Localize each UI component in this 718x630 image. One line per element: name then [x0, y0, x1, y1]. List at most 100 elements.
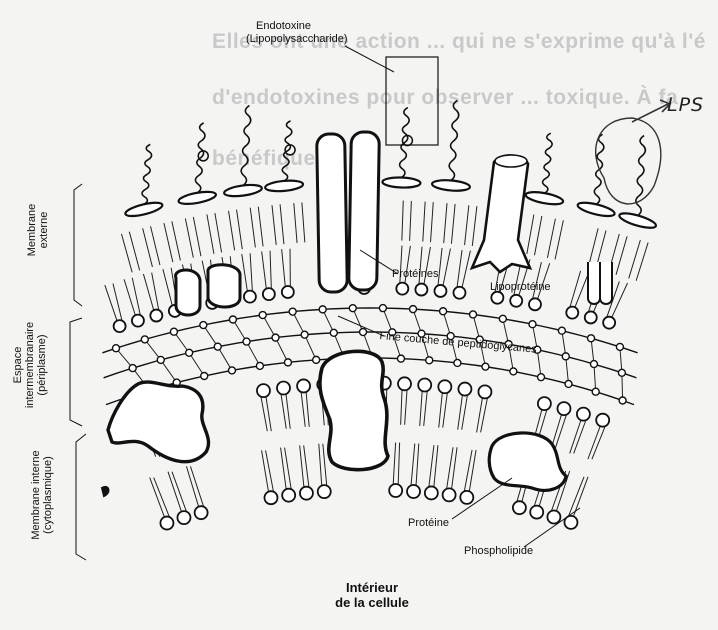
- inner-membrane-head-bottom: [513, 501, 526, 514]
- label-de-la-cellule: de la cellule: [312, 595, 432, 610]
- lps-chains: [142, 100, 645, 215]
- lps-tail: [229, 210, 243, 251]
- peptidoglycan-node: [201, 373, 208, 380]
- peptidoglycan-node: [157, 356, 164, 363]
- inner-protein-left: [108, 382, 208, 462]
- side-label-membrane-externe-2: externe: [38, 175, 50, 285]
- inner-membrane-head-top: [277, 382, 290, 395]
- label-endotoxine: Endotoxine: [256, 20, 311, 32]
- lps-chain: [142, 144, 152, 204]
- inner-membrane-tail-top: [401, 390, 407, 425]
- endotoxine-leader: [345, 46, 394, 72]
- peptidoglycan-node: [141, 336, 148, 343]
- lps-tail: [444, 203, 455, 244]
- peptidoglycan-node: [616, 343, 623, 350]
- lps-chain: [282, 121, 292, 181]
- lps-base: [382, 177, 420, 188]
- peptidoglycan-node: [349, 305, 356, 312]
- peptidoglycan-node: [301, 331, 308, 338]
- lps-base: [576, 200, 615, 219]
- outer-membrane-tail: [457, 250, 470, 288]
- peptidoglycan-node: [558, 327, 565, 334]
- inner-membrane-head-top: [257, 384, 270, 397]
- inner-membrane-tail-bottom: [393, 443, 399, 485]
- peptidoglycan-node: [360, 329, 367, 336]
- outer-membrane-tail: [124, 278, 140, 316]
- peptidoglycan-node: [272, 334, 279, 341]
- peptidoglycan-node: [470, 311, 477, 318]
- lps-tail: [272, 204, 284, 245]
- lps-chain: [241, 106, 251, 186]
- inner-membrane-head-bottom: [264, 491, 277, 504]
- side-label-espace-3: (périplasme): [36, 305, 48, 425]
- inner-membrane-head-top: [297, 379, 310, 392]
- inner-membrane-head-bottom: [195, 506, 208, 519]
- peptidoglycan-node: [112, 345, 119, 352]
- label-phospholipide: Phospholipide: [464, 545, 533, 557]
- lps-hand-circle: [596, 118, 661, 204]
- peptidoglycan-node: [397, 355, 404, 362]
- bracket-membrane-externe: [74, 184, 82, 306]
- inner-membrane-head-bottom: [177, 511, 190, 524]
- peptidoglycan-node: [214, 343, 221, 350]
- outer-membrane-head: [150, 310, 162, 322]
- lps-tail: [294, 202, 305, 242]
- peptidoglycan-node: [259, 312, 266, 319]
- inner-membrane-tail-bottom: [186, 466, 203, 506]
- inner-membrane-tail-top: [420, 391, 428, 426]
- side-label-membrane-externe-1: Membrane: [26, 175, 38, 285]
- outer-membrane-tail: [105, 283, 122, 321]
- lps-tail: [547, 219, 563, 260]
- outer-membrane-tail: [570, 271, 589, 308]
- peptidoglycan-node: [289, 308, 296, 315]
- inner-membrane-tail-top: [588, 426, 605, 459]
- lps-hand-arrow: [632, 100, 670, 122]
- peptidoglycan-node: [482, 363, 489, 370]
- peptidoglycan-node: [129, 365, 136, 372]
- peptidoglycan-node: [243, 338, 250, 345]
- lps-tail: [527, 215, 542, 256]
- inner-membrane-tail-bottom: [429, 445, 438, 487]
- inner-membrane-tail-bottom: [411, 444, 419, 486]
- inner-membrane-tail-top: [261, 397, 271, 432]
- peptidoglycan-node: [529, 321, 536, 328]
- peptidoglycan-node: [410, 306, 417, 313]
- inner-membrane-tail-bottom: [300, 445, 309, 487]
- outer-membrane-head: [510, 295, 522, 307]
- peptidoglycan-node: [186, 349, 193, 356]
- inner-membrane-head-top: [398, 377, 411, 390]
- label-proteines: Protéines: [392, 268, 438, 280]
- label-lipopolysaccharide: (Lipopolysaccharide): [246, 33, 348, 45]
- peptidoglycan-node: [440, 308, 447, 315]
- outer-membrane-head: [566, 307, 578, 319]
- lps-tail: [402, 201, 412, 241]
- label-interieur-cellule: Intérieur de la cellule: [312, 580, 432, 610]
- bracket-membrane-interne: [76, 434, 86, 560]
- side-label-membrane-externe: Membrane externe: [26, 175, 50, 285]
- side-label-membrane-interne: Membrane interne (cytoplasmique): [30, 425, 54, 565]
- inner-membrane-head-top: [577, 408, 590, 421]
- peptidoglycan-node: [538, 374, 545, 381]
- inner-membrane-head-bottom: [547, 510, 560, 523]
- inner-membrane-head-top: [596, 414, 609, 427]
- outer-membrane-head: [491, 292, 503, 304]
- inner-membrane-head-bottom: [300, 487, 313, 500]
- inner-membrane-tail-top: [281, 394, 290, 429]
- peptidoglycan-node: [200, 322, 207, 329]
- peptidoglycan-node: [619, 397, 626, 404]
- inner-membrane-head-top: [478, 385, 491, 398]
- peptidoglycan-node: [510, 368, 517, 375]
- inner-membrane-tail-bottom: [319, 444, 327, 486]
- inner-membrane-tail-bottom: [568, 477, 588, 517]
- outer-membrane-head: [453, 287, 465, 299]
- inner-membrane-head-top: [438, 380, 451, 393]
- side-label-espace-1: Espace: [12, 305, 24, 425]
- peptidoglycan-node: [170, 328, 177, 335]
- label-proteine: Protéine: [408, 517, 449, 529]
- label-interieur: Intérieur: [312, 580, 432, 595]
- peptidoglycan-node: [590, 361, 597, 368]
- inner-membrane-tail-bottom: [150, 478, 170, 518]
- lps-tail: [629, 240, 648, 281]
